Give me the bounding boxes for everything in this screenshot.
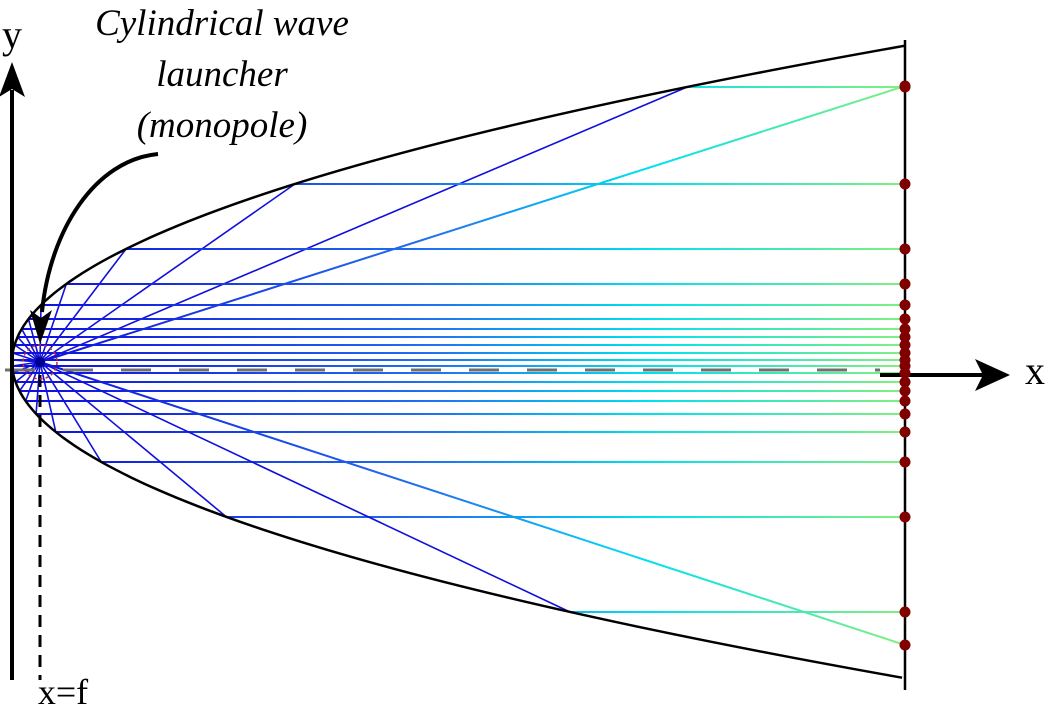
incident-ray-0 (39, 86, 688, 363)
probe-dot-4 (899, 299, 911, 311)
launcher-label-line2: launcher (156, 54, 288, 95)
monopole-source (22, 344, 58, 380)
y-axis-label: y (2, 12, 22, 57)
incident-ray-14 (18, 361, 41, 392)
probe-dot-1 (899, 178, 911, 190)
incident-ray-3 (39, 283, 68, 363)
incident-ray-16 (35, 361, 41, 415)
probe-dot-2 (899, 243, 911, 255)
probe-dot-direct-1 (899, 639, 911, 651)
incident-ray-17 (39, 361, 57, 433)
probe-dot-5 (899, 313, 911, 325)
y-axis-arrowhead (0, 62, 25, 97)
probe-dot-18 (899, 456, 911, 468)
probe-dot-14 (899, 385, 911, 397)
x-axis-label: x (1025, 348, 1045, 393)
incident-ray-5 (27, 318, 41, 363)
incident-ray-13 (15, 361, 41, 383)
x-axis-arrowhead (975, 359, 1010, 391)
incident-ray-15 (24, 361, 41, 402)
direct-ray-1 (39, 361, 906, 646)
launcher-pointer-arrow (40, 152, 159, 313)
incident-ray-20 (39, 361, 571, 613)
ray-paths (11, 85, 906, 646)
probe-dot-20 (899, 606, 911, 618)
probe-dot-direct-0 (899, 80, 911, 92)
probe-dot-13 (899, 376, 911, 388)
probe-dot-16 (899, 408, 911, 420)
incident-ray-19 (39, 361, 228, 518)
incident-ray-1 (39, 183, 296, 363)
probe-points (899, 80, 911, 651)
probe-dot-12 (899, 367, 911, 379)
probe-dot-3 (899, 278, 911, 290)
launcher-pointer-arrowhead (30, 310, 52, 344)
launcher-label-line1: Cylindrical wave (95, 3, 349, 44)
probe-dot-17 (899, 426, 911, 438)
direct-ray-0 (39, 85, 906, 363)
launcher-label-line3: (monopole) (137, 105, 308, 146)
focus-label: x=f (38, 672, 88, 712)
probe-dot-15 (899, 395, 911, 407)
probe-dot-7 (899, 331, 911, 343)
probe-dot-8 (899, 339, 911, 351)
probe-dot-6 (899, 323, 911, 335)
incident-ray-18 (39, 361, 102, 463)
probe-dot-19 (899, 511, 911, 523)
